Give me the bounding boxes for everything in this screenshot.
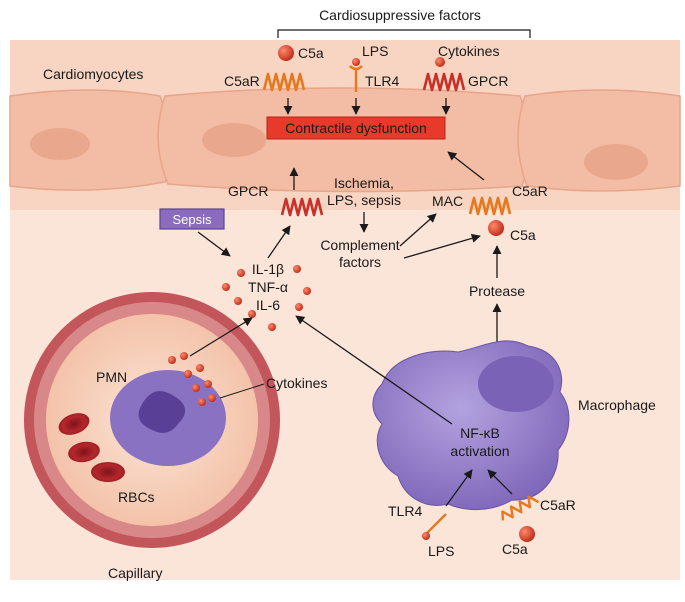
macrophage-label: Macrophage (578, 397, 656, 413)
cardiomyocyte-cell (157, 87, 531, 193)
cytokine-dot (196, 364, 204, 372)
arrow-c5ar-nfkb (487, 469, 513, 495)
c5a-bottom-label: C5a (502, 541, 528, 557)
cardiomyocytes-label: Cardiomyocytes (43, 66, 143, 82)
nucleus (202, 123, 266, 157)
gpcr-mid-label: GPCR (228, 183, 268, 199)
gpcr-top-label: GPCR (468, 73, 508, 89)
tlr4-receptor-icon (349, 65, 363, 92)
arrow-complement-mac (399, 213, 437, 247)
cytokine-dot (222, 283, 230, 291)
pmn-label: PMN (96, 369, 127, 385)
tlr4-bottom-receptor-icon (425, 513, 447, 535)
c5a-mid-molecule (488, 220, 504, 236)
cytokine-dot (268, 323, 276, 331)
tlr4-top-label: TLR4 (365, 73, 399, 89)
mac-label: MAC (432, 193, 463, 209)
c5ar-bottom-label: C5aR (540, 497, 576, 513)
ischemia-label-line1: Ischemia, (334, 175, 394, 191)
c5ar-mid-label: C5aR (512, 183, 548, 199)
cytokines-leader-line (219, 383, 265, 399)
cytokines-top-label: Cytokines (438, 43, 499, 59)
arrow-cytokines-gpcr (267, 225, 291, 259)
arrow-tlr4-nfkb (445, 469, 473, 507)
lps-top-label: LPS (362, 43, 388, 59)
ischemia-label-line2: LPS, sepsis (327, 192, 401, 208)
c5ar-receptor-icon (262, 72, 306, 92)
cytokine-dot (295, 303, 303, 311)
c5ar-top-label: C5aR (224, 73, 260, 89)
cytokine-molecule (435, 57, 445, 67)
cytokine-dot (168, 356, 176, 364)
cardiosuppressive-factors-label: Cardiosuppressive factors (319, 7, 481, 23)
pmn-nucleus (138, 391, 186, 433)
il6-label: IL-6 (256, 297, 280, 313)
nfkb-label-line2: activation (450, 443, 509, 459)
c5ar-bottom-receptor-icon (501, 495, 540, 521)
c5ar-mid-receptor-icon (468, 196, 512, 216)
nucleus (584, 144, 648, 180)
gpcr-receptor-icon (422, 72, 466, 92)
cardiomyocyte-layer (9, 87, 681, 193)
cytokine-dot (303, 287, 311, 295)
c5a-molecule (278, 45, 294, 61)
lps-bottom-label: LPS (428, 543, 454, 559)
complement-label-line1: Complement (320, 237, 399, 253)
sepsis-label: Sepsis (172, 212, 212, 227)
capillary (24, 292, 280, 548)
rbc (68, 441, 100, 463)
c5a-mid-label: C5a (510, 227, 536, 243)
lps-bottom-molecule (422, 532, 430, 540)
protease-label: Protease (469, 283, 525, 299)
tlr4-bottom-label: TLR4 (388, 503, 422, 519)
cytokine-dot (208, 394, 216, 402)
c5a-bottom-molecule (519, 526, 535, 542)
cytokines-capillary-label: Cytokines (266, 375, 327, 391)
nucleus (30, 128, 90, 160)
contractile-dysfunction-label: Contractile dysfunction (285, 120, 427, 136)
rbc (91, 462, 125, 482)
cytokine-dot (234, 297, 242, 305)
cytokine-dot (180, 352, 188, 360)
arrow-complement-c5a (403, 233, 481, 259)
arrow-pmn-cytokines (189, 317, 253, 357)
cytokine-dot (192, 384, 200, 392)
arrow-mac-dysfunction (447, 151, 485, 181)
arrow-sepsis-cytokines (197, 231, 231, 257)
il1b-label: IL-1β (252, 261, 284, 277)
rbcs-label: RBCs (118, 489, 155, 505)
cytokine-dot (184, 370, 192, 378)
sepsis-box (159, 208, 225, 230)
rbc (58, 413, 90, 435)
cytokine-dot (198, 398, 206, 406)
cytokine-dot (293, 265, 301, 273)
gpcr-mid-receptor-icon (280, 197, 324, 217)
c5a-top-label: C5a (298, 45, 324, 61)
complement-label-line2: factors (339, 254, 381, 270)
cytokine-cluster (222, 265, 311, 331)
cytokine-dot (248, 310, 256, 318)
cytokine-dot (204, 380, 212, 388)
macrophage-nucleus (478, 356, 554, 412)
cardiosuppressive-bracket (277, 29, 531, 38)
nfkb-label-line1: NF-κB (460, 425, 500, 441)
contractile-dysfunction-box (266, 116, 446, 140)
capillary-label: Capillary (108, 565, 162, 581)
tnfa-label: TNF-α (248, 279, 288, 295)
cytokine-dot (237, 269, 245, 277)
arrow-nfkb-cytokines (295, 315, 453, 425)
lps-molecule (352, 58, 360, 66)
